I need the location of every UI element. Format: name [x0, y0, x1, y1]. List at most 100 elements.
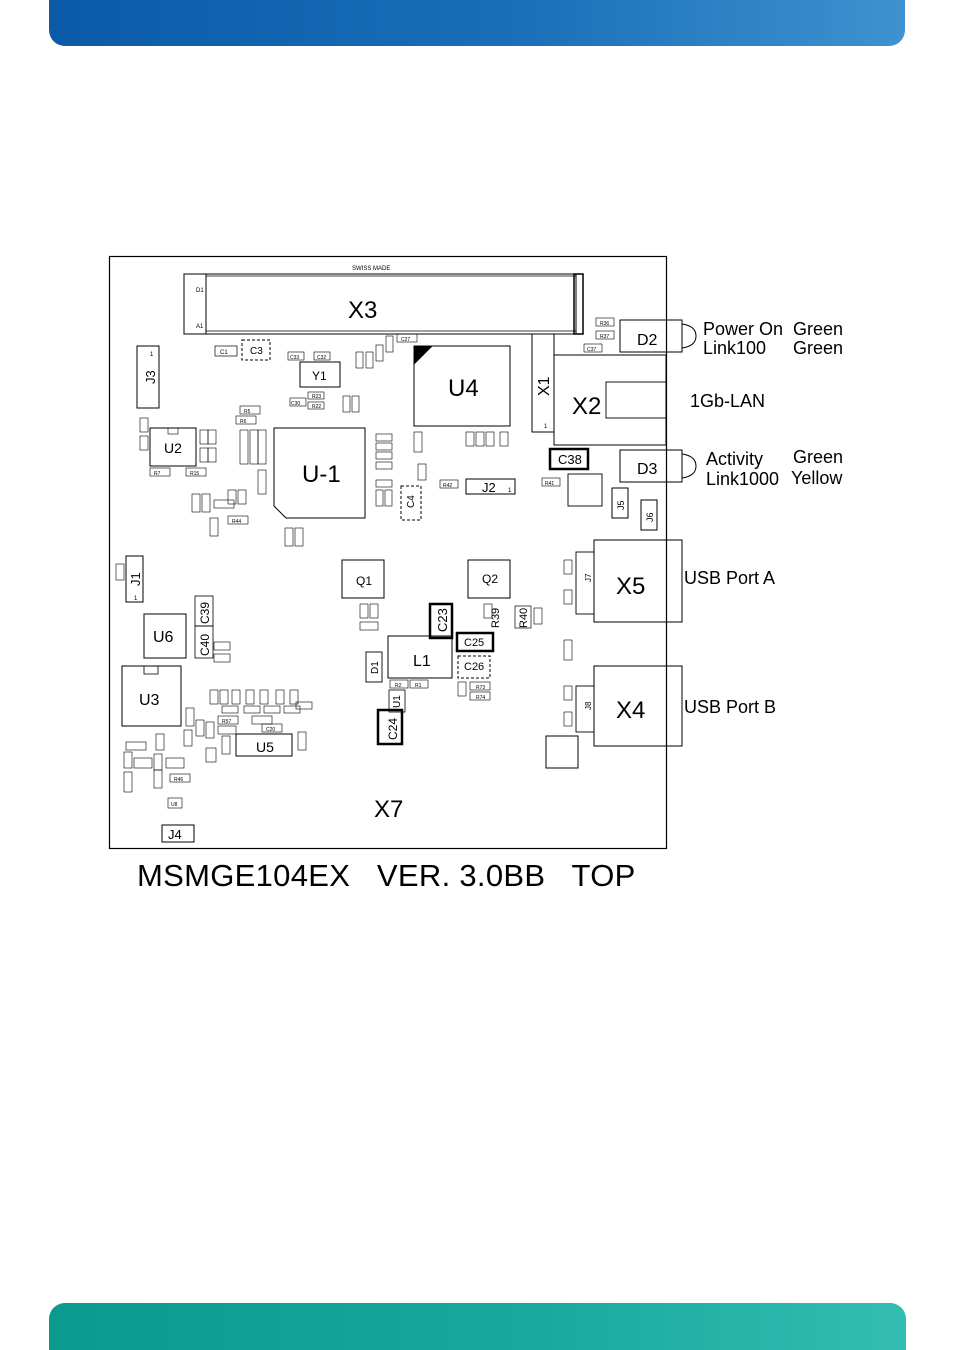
activity-label: Activity	[706, 449, 764, 469]
u1-label: U-1	[302, 461, 341, 488]
j6-connector	[640, 499, 658, 531]
c40-capacitor	[194, 625, 214, 659]
r39-label: R39	[490, 608, 502, 628]
l1-label: L1	[413, 653, 431, 670]
c3-outline	[241, 339, 271, 361]
link1000-color-label: Yellow	[791, 468, 843, 488]
svg-text:R7: R7	[154, 471, 161, 477]
u2-label: U2	[164, 440, 182, 456]
j5-label: J5	[616, 500, 626, 510]
swiss-made-label: SWISS MADE	[352, 266, 390, 272]
u3-label: U3	[139, 692, 160, 709]
svg-text:R6: R6	[240, 419, 247, 425]
c40-label: C40	[198, 634, 212, 656]
l1-inductor	[387, 635, 453, 679]
j4-connector	[161, 824, 195, 843]
u4-label: U4	[448, 375, 479, 402]
link1000-label: Link1000	[706, 469, 780, 489]
j2-connector	[465, 478, 516, 495]
y1-label: Y1	[312, 369, 327, 383]
x5-label: X5	[616, 573, 645, 600]
svg-text:1: 1	[544, 424, 548, 430]
svg-text:1: 1	[508, 488, 512, 494]
x2-label: X2	[572, 393, 601, 420]
svg-text:C20: C20	[266, 727, 275, 733]
d1-label: D1	[370, 661, 381, 674]
j1-connector	[125, 555, 144, 603]
svg-text:R57: R57	[222, 719, 231, 725]
c24-label: C24	[386, 718, 400, 740]
c24-capacitor	[376, 708, 404, 746]
svg-text:R44: R44	[232, 519, 241, 525]
u5-chip	[235, 733, 293, 757]
u5-label: U5	[256, 739, 274, 755]
footer-band	[49, 1303, 906, 1350]
u1-small-label: U1	[392, 695, 403, 708]
c26-label: C26	[464, 661, 484, 673]
c23-capacitor	[428, 602, 454, 640]
d3-label: D3	[637, 461, 658, 478]
svg-text:R41: R41	[545, 481, 554, 487]
q2-transistor	[467, 559, 511, 599]
c26-capacitor	[457, 655, 491, 679]
link100-label: Link100	[703, 338, 767, 358]
y1-crystal	[299, 361, 341, 388]
svg-text:R73: R73	[476, 685, 485, 691]
d1-pin-label: D1	[196, 288, 204, 294]
svg-text:R1: R1	[415, 683, 422, 689]
x3-label: X3	[348, 297, 377, 324]
x2-connector	[553, 354, 667, 446]
c38-capacitor	[548, 447, 590, 471]
c4-label: C4	[406, 495, 417, 508]
power-on-label: Power On	[703, 319, 784, 339]
lan-label: 1Gb-LAN	[690, 391, 766, 411]
svg-text:U8: U8	[171, 802, 178, 808]
j4-label: J4	[168, 827, 182, 842]
q2-label: Q2	[482, 572, 498, 586]
board-caption: MSMGE104EX VER. 3.0BB TOP	[137, 858, 636, 893]
j3-connector	[136, 345, 160, 409]
x4-label: X4	[616, 697, 645, 724]
svg-text:C32: C32	[317, 355, 326, 361]
j6-label: J6	[645, 512, 655, 522]
svg-text:R2: R2	[395, 683, 402, 689]
board-diagram: SWISS MADE D1 A1 X3 C1 C3 J3 1 Y1 C33 C3…	[108, 255, 697, 850]
svg-text:R46: R46	[174, 777, 183, 783]
svg-text:C37: C37	[587, 347, 596, 353]
usb-port-a-label: USB Port A	[684, 568, 776, 588]
svg-text:1: 1	[150, 352, 154, 358]
c39-label: C39	[198, 602, 212, 624]
board-outline	[108, 255, 668, 850]
r40-label: R40	[518, 608, 530, 628]
svg-text:C1: C1	[220, 350, 228, 356]
x1-label: X1	[536, 376, 553, 396]
svg-text:C30: C30	[291, 401, 300, 407]
svg-text:R23: R23	[312, 394, 321, 400]
j3-label: J3	[143, 370, 158, 384]
c38-label: C38	[558, 452, 582, 467]
d3-led	[619, 449, 683, 483]
c23-label: C23	[435, 608, 450, 632]
a1-pin-label: A1	[196, 324, 204, 330]
u4-chip	[413, 345, 511, 427]
j2-label: J2	[482, 480, 496, 495]
j8-label: J8	[584, 701, 593, 710]
u6-label: U6	[153, 629, 174, 646]
q1-label: Q1	[356, 574, 372, 588]
c25-capacitor	[455, 631, 495, 653]
c4-outline	[400, 485, 422, 521]
activity-color-label: Green	[793, 447, 844, 467]
x7-label: X7	[374, 796, 403, 823]
d2-led	[619, 319, 683, 353]
svg-text:1: 1	[134, 596, 138, 602]
u6-chip	[143, 613, 187, 659]
j5-connector	[611, 487, 629, 519]
j1-label: J1	[128, 572, 143, 586]
usb-port-b-label: USB Port B	[684, 697, 777, 717]
link100-color-label: Green	[793, 338, 844, 358]
power-on-color-label: Green	[793, 319, 844, 339]
svg-text:R42: R42	[443, 483, 452, 489]
svg-text:R5: R5	[244, 409, 251, 415]
svg-text:R36: R36	[600, 321, 609, 327]
q1-transistor	[341, 559, 385, 599]
